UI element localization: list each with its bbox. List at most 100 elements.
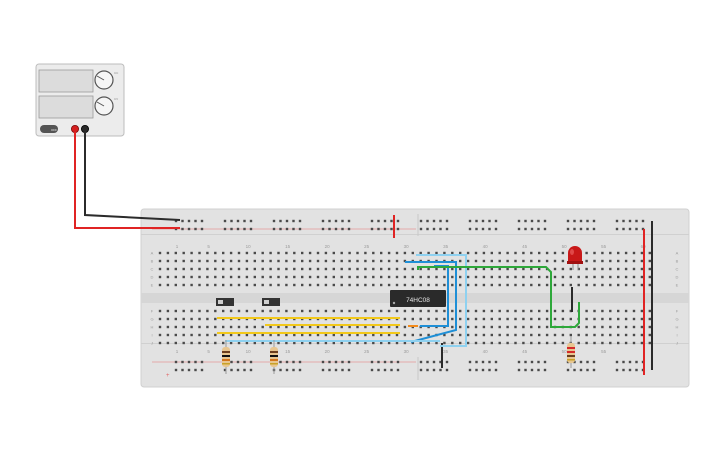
breadboard-hole[interactable]	[181, 227, 184, 231]
breadboard-hole[interactable]	[601, 259, 604, 263]
breadboard-hole[interactable]	[419, 360, 423, 364]
breadboard-hole[interactable]	[466, 267, 470, 271]
breadboard-hole[interactable]	[347, 227, 351, 231]
breadboard-hole[interactable]	[158, 325, 162, 329]
breadboard-hole[interactable]	[459, 341, 462, 345]
breadboard-hole[interactable]	[432, 227, 436, 231]
breadboard-hole[interactable]	[395, 267, 399, 271]
breadboard-hole[interactable]	[301, 251, 304, 255]
breadboard-hole[interactable]	[466, 275, 470, 279]
breadboard-hole[interactable]	[573, 368, 576, 372]
breadboard-hole[interactable]	[601, 333, 604, 337]
breadboard-hole[interactable]	[377, 360, 380, 364]
breadboard-hole[interactable]	[316, 333, 320, 337]
breadboard-hole[interactable]	[206, 317, 209, 321]
breadboard-hole[interactable]	[285, 368, 289, 372]
breadboard-hole[interactable]	[206, 283, 209, 287]
breadboard-hole[interactable]	[617, 341, 620, 345]
breadboard-hole[interactable]	[530, 275, 533, 279]
breadboard-hole[interactable]	[279, 360, 282, 364]
breadboard-hole[interactable]	[593, 317, 596, 321]
breadboard-hole[interactable]	[380, 251, 383, 255]
breadboard-hole[interactable]	[427, 267, 430, 271]
breadboard-hole[interactable]	[530, 333, 533, 337]
breadboard-hole[interactable]	[340, 309, 343, 313]
breadboard-hole[interactable]	[468, 368, 472, 372]
breadboard-hole[interactable]	[182, 309, 185, 313]
breadboard-hole[interactable]	[585, 283, 588, 287]
breadboard-hole[interactable]	[498, 317, 501, 321]
breadboard-hole[interactable]	[182, 267, 185, 271]
breadboard-hole[interactable]	[490, 283, 493, 287]
breadboard-hole[interactable]	[253, 309, 256, 313]
breadboard-hole[interactable]	[269, 333, 272, 337]
breadboard-hole[interactable]	[222, 251, 225, 255]
breadboard-hole[interactable]	[190, 283, 193, 287]
breadboard-hole[interactable]	[506, 309, 509, 313]
breadboard-hole[interactable]	[459, 309, 462, 313]
breadboard-hole[interactable]	[387, 283, 391, 287]
breadboard-hole[interactable]	[624, 251, 628, 255]
breadboard-hole[interactable]	[586, 368, 589, 372]
breadboard-hole[interactable]	[482, 275, 486, 279]
breadboard-hole[interactable]	[206, 259, 209, 263]
breadboard-hole[interactable]	[573, 227, 576, 231]
breadboard-hole[interactable]	[380, 325, 383, 329]
breadboard-hole[interactable]	[285, 259, 288, 263]
breadboard-hole[interactable]	[277, 251, 280, 255]
breadboard-hole[interactable]	[585, 259, 588, 263]
breadboard-hole[interactable]	[380, 275, 383, 279]
breadboard-hole[interactable]	[190, 333, 193, 337]
power-supply[interactable]: CC CV OFF	[35, 63, 125, 137]
breadboard-hole[interactable]	[340, 251, 343, 255]
breadboard-hole[interactable]	[545, 341, 549, 345]
breadboard-hole[interactable]	[475, 360, 478, 364]
breadboard-hole[interactable]	[356, 325, 359, 329]
breadboard-hole[interactable]	[277, 341, 280, 345]
breadboard-hole[interactable]	[498, 275, 501, 279]
breadboard-hole[interactable]	[324, 251, 328, 255]
breadboard-hole[interactable]	[222, 309, 225, 313]
breadboard-hole[interactable]	[514, 317, 517, 321]
breadboard-hole[interactable]	[577, 275, 580, 279]
breadboard-hole[interactable]	[166, 267, 170, 271]
breadboard-hole[interactable]	[236, 368, 240, 372]
breadboard-hole[interactable]	[182, 259, 185, 263]
breadboard-hole[interactable]	[269, 267, 272, 271]
breadboard-hole[interactable]	[261, 341, 264, 345]
breadboard-hole[interactable]	[245, 325, 249, 329]
breadboard-hole[interactable]	[609, 275, 612, 279]
breadboard-hole[interactable]	[474, 341, 478, 345]
breadboard-hole[interactable]	[545, 275, 549, 279]
breadboard-hole[interactable]	[245, 275, 249, 279]
breadboard-hole[interactable]	[435, 283, 438, 287]
breadboard-hole[interactable]	[301, 333, 304, 337]
breadboard-hole[interactable]	[498, 267, 501, 271]
breadboard-hole[interactable]	[206, 341, 209, 345]
breadboard-hole[interactable]	[411, 309, 414, 313]
breadboard-hole[interactable]	[490, 333, 493, 337]
breadboard-hole[interactable]	[158, 259, 162, 263]
breadboard-hole[interactable]	[553, 275, 557, 279]
breadboard-hole[interactable]	[506, 267, 509, 271]
breadboard-hole[interactable]	[466, 283, 470, 287]
breadboard-hole[interactable]	[395, 251, 399, 255]
breadboard-hole[interactable]	[481, 360, 485, 364]
ic-chip-74hc08[interactable]: 74HC08	[390, 290, 446, 307]
breadboard-hole[interactable]	[530, 317, 533, 321]
breadboard-hole[interactable]	[383, 368, 387, 372]
breadboard-hole[interactable]	[285, 219, 289, 223]
breadboard-hole[interactable]	[514, 325, 517, 329]
breadboard-hole[interactable]	[573, 219, 576, 223]
breadboard-hole[interactable]	[269, 275, 272, 279]
breadboard-hole[interactable]	[475, 219, 478, 223]
breadboard-hole[interactable]	[229, 275, 233, 279]
breadboard-hole[interactable]	[380, 267, 383, 271]
breadboard-hole[interactable]	[356, 251, 359, 255]
breadboard-hole[interactable]	[182, 283, 185, 287]
breadboard-hole[interactable]	[316, 341, 320, 345]
breadboard-hole[interactable]	[648, 267, 651, 271]
breadboard-hole[interactable]	[396, 219, 400, 223]
breadboard-hole[interactable]	[340, 259, 343, 263]
breadboard-hole[interactable]	[285, 227, 289, 231]
